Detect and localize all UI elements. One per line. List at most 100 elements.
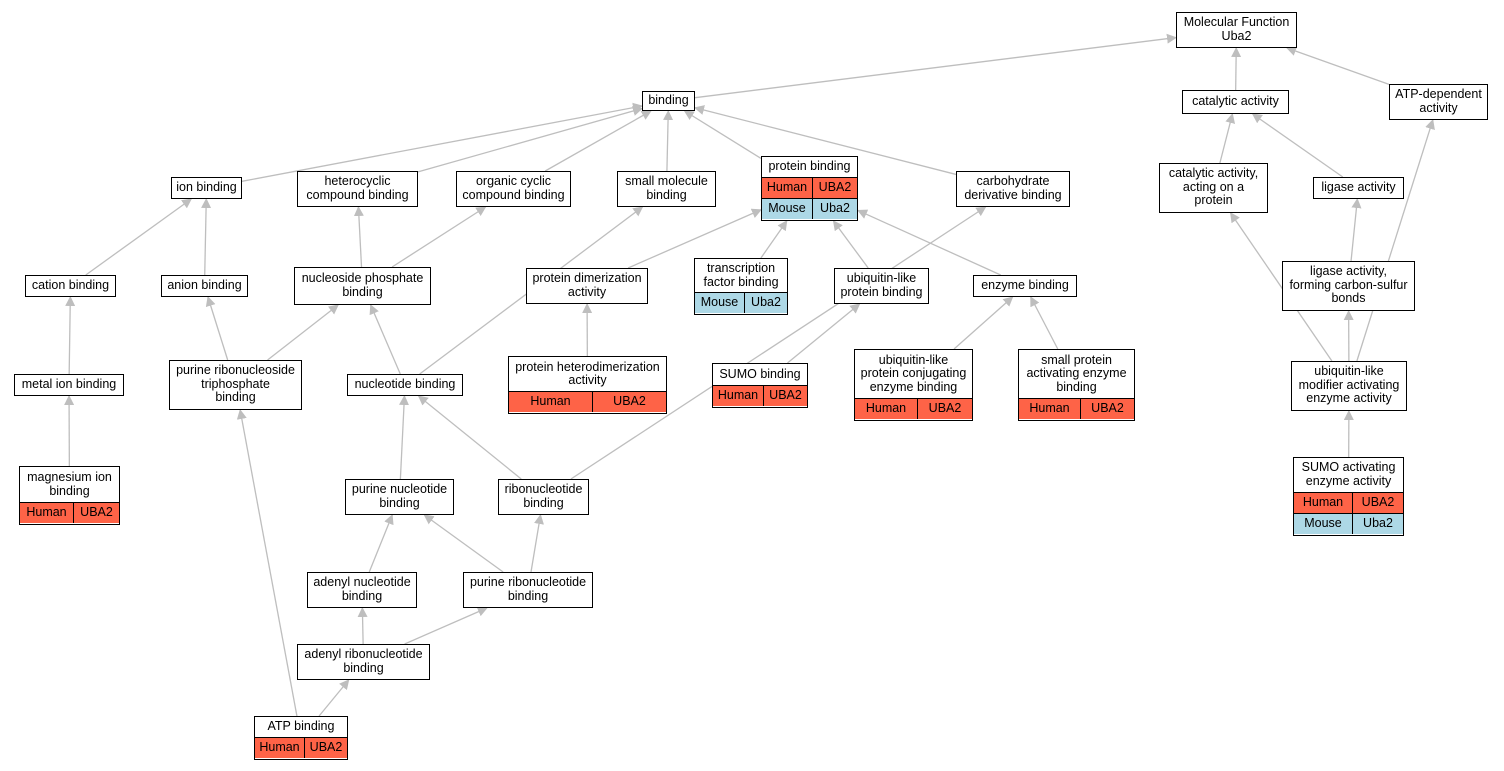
go-term-orgcyc[interactable]: organic cyclic compound binding [456,171,571,207]
go-term-purnuc[interactable]: purine nucleotide binding [345,479,454,515]
gene-symbol: Uba2 [820,201,850,216]
edge-adenylribo-to-purribo [404,607,488,645]
go-term-label: ribonucleotide binding [504,482,583,510]
go-term-label: ATP binding [267,719,335,734]
go-term-catalytic[interactable]: catalytic activity [1182,90,1289,114]
go-term-label: organic cyclic compound binding [462,174,565,202]
go-term-enzb[interactable]: enzyme binding [973,275,1077,297]
go-term-label: enzyme binding [981,277,1069,292]
edge-sumob-to-ublpb [787,303,861,364]
go-term-adenyl[interactable]: adenyl nucleotide binding [307,572,417,608]
go-term-ublmod[interactable]: ubiquitin-like modifier activating enzym… [1291,361,1407,411]
go-term-protdim[interactable]: protein dimerization activity [526,268,648,304]
edge-ionb-to-binding [241,102,643,182]
species-name: Human [762,177,813,198]
edge-purribo-to-purnuc [423,514,504,573]
go-term-label: magnesium ion binding [27,470,112,498]
go-term-nucphos[interactable]: nucleoside phosphate binding [294,267,431,305]
edge-binding-to-mf [694,33,1177,99]
go-term-label: cation binding [31,277,110,292]
edge-purnuc-to-nucb [399,395,410,480]
go-term-binding[interactable]: binding [642,91,695,111]
go-term-mf[interactable]: Molecular Function Uba2 [1176,12,1297,48]
species-name: Human [20,503,74,524]
go-term-nucb[interactable]: nucleotide binding [347,374,463,396]
go-term-purtri[interactable]: purine ribonucleoside triphosphate bindi… [169,360,302,410]
edge-smallact-to-enzb [1030,296,1059,350]
go-term-anion[interactable]: anion binding [161,275,248,297]
edge-atp-to-adenylribo [318,679,350,717]
go-term-hetero[interactable]: heterocyclic compound binding [297,171,418,207]
edge-hetero-to-binding [417,106,643,173]
gene-symbol: UBA2 [928,401,962,416]
go-term-carbo[interactable]: carbohydrate derivative binding [956,171,1070,207]
go-term-cation[interactable]: cation binding [25,275,116,297]
edge-purribo-to-ribonuc [530,514,544,573]
gene-symbol: UBA2 [818,180,852,195]
go-term-ublconj[interactable]: ubiquitin-like protein conjugating enzym… [854,349,973,421]
gene-symbol: UBA2 [613,394,646,409]
go-term-label: nucleoside phosphate binding [301,271,424,299]
edge-adenyl-to-purnuc [368,514,394,573]
go-term-catprot[interactable]: catalytic activity, acting on a protein [1159,163,1268,213]
edge-nucb-to-nucphos [369,304,401,375]
go-term-adenylribo[interactable]: adenyl ribonucleotide binding [297,644,430,680]
go-term-ionb[interactable]: ion binding [171,177,242,199]
species-name: Human [1294,492,1353,513]
edge-protb-to-binding [683,110,762,159]
go-term-ublpb[interactable]: ubiquitin-like protein binding [834,268,929,304]
go-term-metal[interactable]: metal ion binding [14,374,124,396]
go-term-label: nucleotide binding [354,376,456,391]
go-term-label: ligase activity, forming carbon-sulfur b… [1289,264,1408,306]
go-term-smallmol[interactable]: small molecule binding [617,171,716,207]
go-term-label: anion binding [167,277,242,292]
go-term-purribo[interactable]: purine ribonucleotide binding [463,572,593,608]
gene-symbol: UBA2 [1361,495,1395,510]
edge-cation-to-ionb [85,198,193,276]
edge-enzb-to-protb [857,209,1001,276]
edge-ligase-to-catalytic [1251,113,1344,178]
go-term-ribonuc[interactable]: ribonucleotide binding [498,479,589,515]
go-term-label: purine ribonucleotide binding [469,575,587,603]
edge-ublmod-to-catprot [1230,212,1333,362]
edge-adenylribo-to-adenyl [357,607,368,645]
go-term-ligcs[interactable]: ligase activity, forming carbon-sulfur b… [1282,261,1415,311]
edge-atpdep-to-mf [1286,46,1390,85]
go-term-label: purine nucleotide binding [351,482,448,510]
gene-symbol: UBA2 [80,505,113,520]
edge-anion-to-ionb [201,198,212,276]
go-term-label: protein dimerization activity [532,271,642,299]
go-term-atpdep[interactable]: ATP-dependent activity [1389,84,1488,120]
go-term-label: protein binding [768,159,851,174]
edge-ublmod-to-atpdep [1356,119,1435,362]
species-name: Human [855,399,918,420]
go-term-label: catalytic activity [1192,93,1279,108]
go-term-label: carbohydrate derivative binding [964,174,1062,202]
gene-symbol: UBA2 [769,388,802,403]
edge-purtri-to-nucphos [267,304,339,361]
go-term-label: transcription factor binding [703,261,779,289]
edge-atp-to-purtri [236,409,298,717]
species-name: Mouse [695,293,745,314]
go-term-label: ligase activity [1321,179,1396,194]
edge-ribonuc-to-nucb [417,395,522,480]
go-term-label: ATP-dependent activity [1395,87,1482,115]
go-term-label: SUMO binding [719,366,801,381]
go-term-ligase[interactable]: ligase activity [1313,177,1404,199]
edge-carbo-to-binding [694,105,957,176]
gene-symbol: Uba2 [751,295,781,310]
edge-ublpb-to-protb [832,220,869,269]
go-term-label: protein heterodimerization activity [515,359,660,388]
species-name: Human [509,392,593,413]
species-row-human: Human UBA2 [762,176,857,198]
